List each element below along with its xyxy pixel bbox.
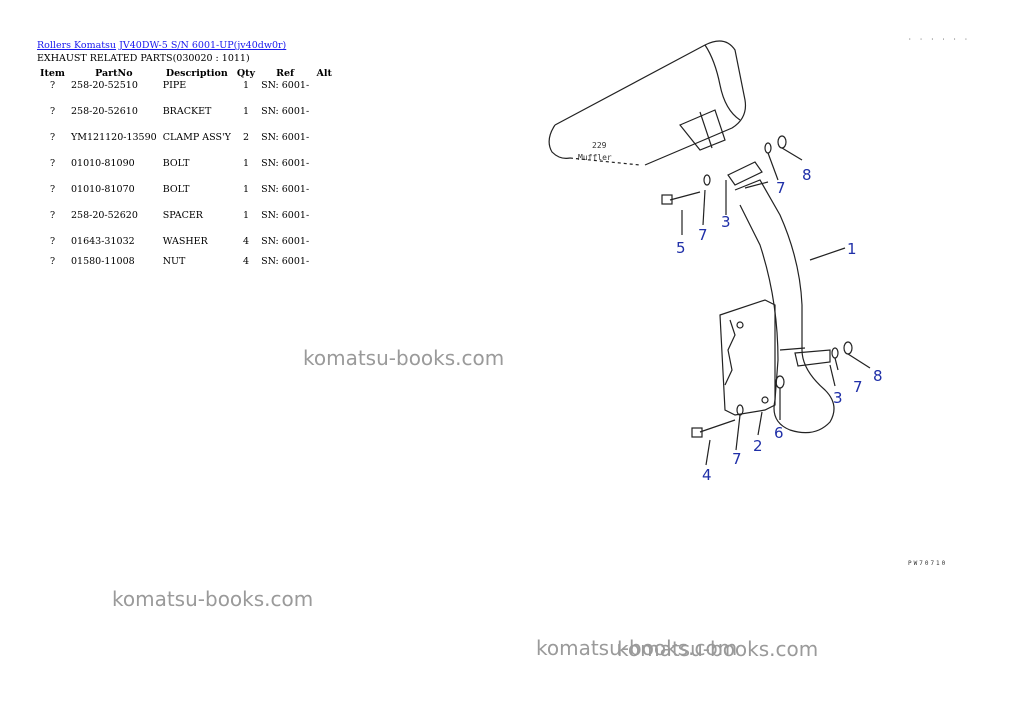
bolt-upper	[669, 191, 701, 201]
muffler-number: 229	[592, 141, 607, 150]
cell-qty: 1	[242, 210, 249, 221]
cell-description: PIPE	[162, 80, 187, 91]
cell-description: NUT	[162, 256, 186, 267]
cell-ref: SN: 6001-	[261, 184, 310, 195]
col-header-qty: Qty	[236, 67, 256, 79]
breadcrumb: Rollers Komatsu JV40DW-5 S/N 6001-UP(jv4…	[37, 40, 286, 51]
bracket	[719, 299, 776, 416]
cell-alt	[312, 184, 336, 210]
bolt-lower	[699, 419, 736, 433]
col-header-alt: Alt	[316, 67, 332, 79]
col-header-ref: Ref	[276, 67, 295, 79]
exhaust-parts-drawing: 229 Muffler 1 2 3 3 4 5 6 7 7 7 7 8 8	[548, 40, 883, 484]
callout-7: 7	[732, 450, 742, 468]
cell-ref: SN: 6001-	[261, 236, 310, 247]
cell-item: ?	[49, 184, 56, 195]
cell-alt	[312, 210, 336, 236]
callout-7: 7	[776, 179, 786, 197]
table-row: ? YM121120-13590 CLAMP ASS'Y 2 SN: 6001-	[37, 132, 336, 158]
exhaust-pipe	[734, 179, 835, 434]
cell-alt	[312, 132, 336, 158]
watermark: komatsu-books.com	[112, 587, 314, 611]
watermark: komatsu-books.com	[303, 346, 505, 370]
figure-code-top: · · · · · ·	[908, 36, 970, 43]
cell-item: ?	[49, 236, 56, 247]
cell-partno: 258-20-52620	[71, 210, 138, 221]
watermark: komatsu-books.com	[617, 637, 819, 661]
table-header-row: Item PartNo Description Qty Ref Alt	[37, 66, 336, 80]
cell-item: ?	[49, 256, 56, 267]
cell-qty: 1	[242, 184, 249, 195]
cell-qty: 1	[242, 158, 249, 169]
cell-item: ?	[49, 80, 56, 91]
callout-8: 8	[873, 367, 883, 385]
callout-3: 3	[721, 213, 731, 231]
breadcrumb-link-model[interactable]: JV40DW-5 S/N 6001-UP(jv40dw0r)	[119, 40, 287, 51]
clamp-lower	[794, 349, 831, 367]
cell-partno: 258-20-52510	[71, 80, 138, 91]
muffler-label: Muffler	[578, 153, 612, 162]
callout-2: 2	[753, 437, 763, 455]
figure-code: PW70710	[908, 560, 948, 567]
cell-description: BOLT	[162, 184, 190, 195]
cell-alt	[312, 158, 336, 184]
callout-4: 4	[702, 466, 712, 484]
cell-ref: SN: 6001-	[261, 106, 310, 117]
cell-alt	[312, 80, 336, 106]
cell-ref: SN: 6001-	[261, 210, 310, 221]
parts-table: Item PartNo Description Qty Ref Alt ? 258…	[37, 66, 336, 276]
table-row: ? 01010-81070 BOLT 1 SN: 6001-	[37, 184, 336, 210]
callout-1: 1	[847, 240, 857, 258]
cell-item: ?	[49, 210, 56, 221]
muffler-outline	[554, 40, 747, 166]
clamp-upper	[727, 161, 763, 186]
cell-description: SPACER	[162, 210, 203, 221]
cell-partno: 01643-31032	[71, 236, 135, 247]
cell-description: WASHER	[162, 236, 208, 247]
cell-partno: 01010-81070	[71, 184, 135, 195]
cell-qty: 4	[242, 236, 249, 247]
table-row: ? 258-20-52610 BRACKET 1 SN: 6001-	[37, 106, 336, 132]
page-title: EXHAUST RELATED PARTS(030020 : 1011)	[37, 53, 250, 64]
cell-description: BRACKET	[162, 106, 212, 117]
col-header-item: Item	[40, 67, 65, 79]
callout-5: 5	[676, 239, 686, 257]
table-row: ? 258-20-52510 PIPE 1 SN: 6001-	[37, 80, 336, 106]
cell-ref: SN: 6001-	[261, 132, 310, 143]
cell-alt	[312, 106, 336, 132]
cell-partno: 01010-81090	[71, 158, 135, 169]
cell-description: CLAMP ASS'Y	[162, 132, 231, 143]
table-row: ? 258-20-52620 SPACER 1 SN: 6001-	[37, 210, 336, 236]
cell-alt	[312, 256, 336, 276]
cell-ref: SN: 6001-	[261, 256, 310, 267]
table-row: ? 01580-11008 NUT 4 SN: 6001-	[37, 256, 336, 276]
cell-item: ?	[49, 106, 56, 117]
callout-8: 8	[802, 166, 812, 184]
cell-item: ?	[49, 158, 56, 169]
callout-6: 6	[774, 424, 784, 442]
cell-alt	[312, 236, 336, 256]
cell-qty: 1	[242, 80, 249, 91]
cell-partno: 01580-11008	[71, 256, 135, 267]
cell-qty: 1	[242, 106, 249, 117]
watermark: komatsu-books.com	[536, 636, 738, 660]
col-header-partno: PartNo	[95, 67, 133, 79]
cell-ref: SN: 6001-	[261, 80, 310, 91]
col-header-description: Description	[165, 67, 228, 79]
breadcrumb-link-rollers[interactable]: Rollers Komatsu	[37, 40, 117, 51]
cell-partno: YM121120-13590	[71, 132, 157, 143]
cell-description: BOLT	[162, 158, 190, 169]
cell-item: ?	[49, 132, 56, 143]
cell-ref: SN: 6001-	[261, 158, 310, 169]
table-row: ? 01010-81090 BOLT 1 SN: 6001-	[37, 158, 336, 184]
callout-7: 7	[853, 378, 863, 396]
table-row: ? 01643-31032 WASHER 4 SN: 6001-	[37, 236, 336, 256]
callout-7: 7	[698, 226, 708, 244]
cell-partno: 258-20-52610	[71, 106, 138, 117]
cell-qty: 4	[242, 256, 249, 267]
cell-qty: 2	[242, 132, 249, 143]
callout-3: 3	[833, 389, 843, 407]
